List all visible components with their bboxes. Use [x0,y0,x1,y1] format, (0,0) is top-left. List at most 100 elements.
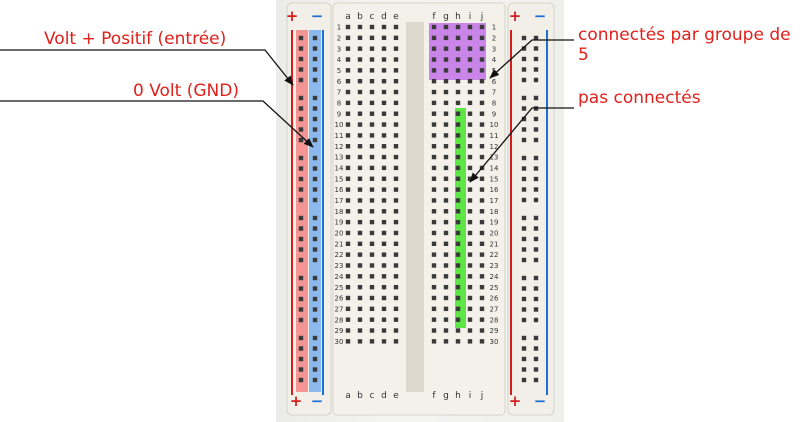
rail-hole [533,296,539,302]
breadboard-hole [369,274,375,279]
breadboard-hole [357,46,363,51]
rail-hole [312,116,318,122]
rail-hole [521,116,527,122]
breadboard-hole [357,274,363,279]
rail-hole [298,275,304,281]
breadboard-hole [369,35,375,41]
row-number: 4 [337,56,342,64]
breadboard-hole [467,328,473,333]
breadboard-hole [455,35,461,41]
breadboard-hole [455,122,461,127]
breadboard-hole [479,230,485,236]
breadboard-hole [345,209,351,214]
breadboard-hole [357,100,363,106]
breadboard-hole [455,241,461,246]
row-number: 2 [492,34,496,42]
breadboard-hole [479,57,485,62]
row-number: 19 [490,219,499,227]
breadboard-hole [467,100,473,106]
breadboard-hole [357,89,363,95]
breadboard-hole [455,187,461,192]
breadboard-hole [455,176,461,181]
breadboard-hole [345,68,351,73]
rail-hole [533,275,539,281]
breadboard-hole [393,284,399,290]
breadboard-hole [369,198,375,203]
breadboard-hole [357,79,363,84]
breadboard-hole [443,89,449,95]
breadboard-hole [455,339,461,344]
breadboard-hole [345,295,351,301]
row-number: 11 [335,132,344,140]
breadboard-hole [467,284,473,290]
rail-hole [533,307,539,312]
breadboard-hole [357,295,363,301]
breadboard-hole [431,68,437,73]
breadboard-hole [467,122,473,127]
rail-hole [521,356,527,362]
breadboard-hole [431,100,437,106]
breadboard-hole [467,79,473,84]
rail-hole [298,197,304,203]
breadboard-hole [467,274,473,279]
breadboard-hole [455,100,461,106]
rail-hole [533,286,539,291]
breadboard-hole [467,68,473,73]
rail-hole [298,176,304,182]
breadboard-hole [443,274,449,279]
column-letter: j [480,391,484,401]
breadboard-hole [369,24,375,30]
column-letter: b [357,12,363,22]
rail-hole [312,335,318,341]
row-number: 17 [490,197,499,205]
rail-hole [533,356,539,362]
row-number: 22 [490,251,499,259]
breadboard-hole [455,263,461,268]
rail-hole [533,197,539,203]
breadboard-hole [381,241,387,246]
rail-hole [312,166,318,171]
breadboard-hole [393,263,399,268]
breadboard-hole [455,144,461,149]
row-number: 1 [492,24,496,32]
breadboard-hole [369,89,375,95]
breadboard-hole [381,339,387,344]
breadboard-hole [443,35,449,41]
row-number: 12 [490,143,499,151]
breadboard-hole [455,219,461,225]
rail-minus-sign: − [311,392,324,410]
rail-hole [533,226,539,231]
row-number: 27 [490,305,499,313]
breadboard-hole [443,144,449,149]
breadboard-hole [393,46,399,51]
row-number: 6 [492,78,497,86]
rail-hole [312,307,318,312]
breadboard-hole [467,252,473,257]
column-letter: f [432,12,436,22]
breadboard-hole [393,165,399,171]
breadboard-hole [393,176,399,181]
row-number: 3 [337,45,341,53]
row-number: 20 [335,230,344,238]
row-number: 30 [490,338,499,346]
rail-hole [312,35,318,41]
breadboard-hole [479,328,485,333]
row-number: 3 [492,45,496,53]
rail-hole [533,367,539,372]
rail-hole [521,317,527,323]
breadboard-hole [357,317,363,322]
rail-hole [533,56,539,62]
breadboard-hole [393,198,399,203]
rail-hole [521,106,527,111]
rail-hole [312,346,318,351]
breadboard-hole [431,89,437,95]
breadboard-hole [369,328,375,333]
breadboard-hole [369,111,375,116]
breadboard-hole [381,317,387,322]
rail-hole [521,197,527,203]
breadboard-hole [381,274,387,279]
rail-hole [533,137,539,143]
breadboard-hole [393,252,399,257]
breadboard-hole [369,46,375,51]
row-number: 4 [492,56,497,64]
